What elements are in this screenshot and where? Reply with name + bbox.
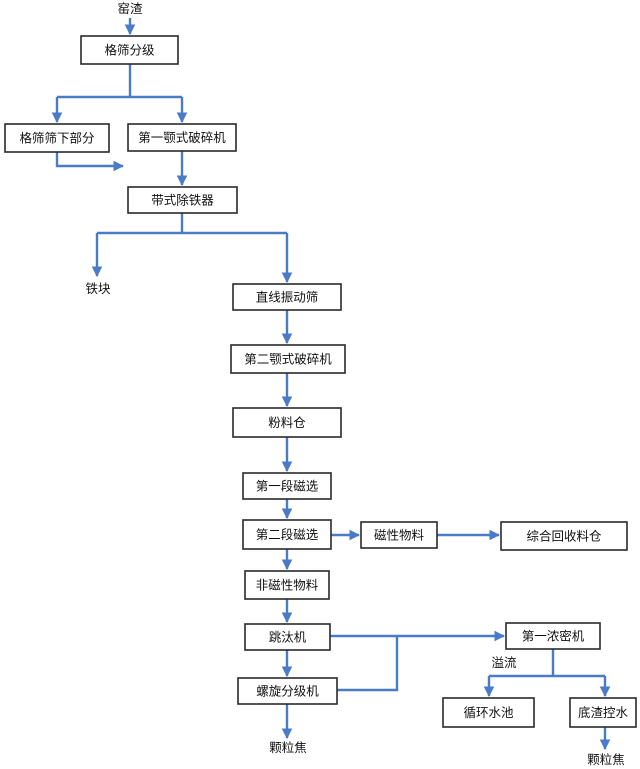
svg-text:第一浓密机: 第一浓密机 [522, 629, 585, 644]
label-coke-granules-1: 颗粒焦 [269, 740, 307, 755]
arrow-undersize-merge [55, 151, 125, 172]
node-thickener-1: 第一浓密机 [505, 622, 601, 650]
svg-text:第一颚式破碎机: 第一颚式破碎机 [138, 130, 226, 145]
flow-arrows [51, 18, 611, 751]
node-powder-bin: 粉料仓 [232, 407, 342, 438]
label-iron-lump: 铁块 [85, 281, 111, 296]
node-jaw-crusher-2: 第二颚式破碎机 [230, 344, 346, 374]
svg-text:跳汰机: 跳汰机 [269, 630, 307, 645]
svg-text:粉料仓: 粉料仓 [268, 415, 306, 430]
node-magnetic-material: 磁性物料 [360, 521, 438, 549]
svg-text:循环水池: 循环水池 [463, 705, 514, 720]
svg-text:第二颚式破碎机: 第二颚式破碎机 [244, 352, 332, 367]
node-magnetic-separation-1: 第一段磁选 [242, 472, 332, 500]
svg-text:第一段磁选: 第一段磁选 [256, 479, 319, 494]
arrow-spiral-return [337, 636, 399, 692]
svg-text:螺旋分级机: 螺旋分级机 [256, 684, 319, 699]
label-coke-granules-2: 颗粒焦 [587, 752, 625, 767]
node-belt-iron-remover: 带式除铁器 [127, 186, 238, 214]
node-grid-undersize: 格筛筛下部分 [4, 123, 110, 153]
svg-text:第二段磁选: 第二段磁选 [256, 527, 319, 542]
label-kiln-slag: 窑渣 [117, 1, 143, 16]
node-jig: 跳汰机 [244, 623, 331, 651]
node-recovery-bin: 综合回收料仓 [500, 521, 628, 551]
node-circulating-pool: 循环水池 [442, 697, 535, 728]
svg-text:带式除铁器: 带式除铁器 [151, 193, 214, 208]
node-linear-vib-screen: 直线振动筛 [232, 283, 342, 311]
svg-text:格筛筛下部分: 格筛筛下部分 [19, 131, 94, 146]
node-spiral-classifier: 螺旋分级机 [237, 677, 338, 705]
node-underflow-dewater: 底渣控水 [569, 697, 637, 728]
svg-text:综合回收料仓: 综合回收料仓 [526, 529, 602, 544]
node-jaw-crusher-1: 第一颚式破碎机 [127, 123, 237, 152]
node-nonmagnetic-material: 非磁性物料 [244, 570, 330, 600]
svg-text:磁性物料: 磁性物料 [374, 528, 425, 543]
label-overflow: 溢流 [491, 655, 517, 670]
svg-text:直线振动筛: 直线振动筛 [256, 290, 319, 305]
svg-text:非磁性物料: 非磁性物料 [256, 578, 319, 593]
svg-text:格筛分级: 格筛分级 [104, 43, 155, 58]
node-grid-screen: 格筛分级 [80, 35, 179, 65]
svg-text:底渣控水: 底渣控水 [578, 705, 629, 720]
node-magnetic-separation-2: 第二段磁选 [242, 519, 332, 550]
